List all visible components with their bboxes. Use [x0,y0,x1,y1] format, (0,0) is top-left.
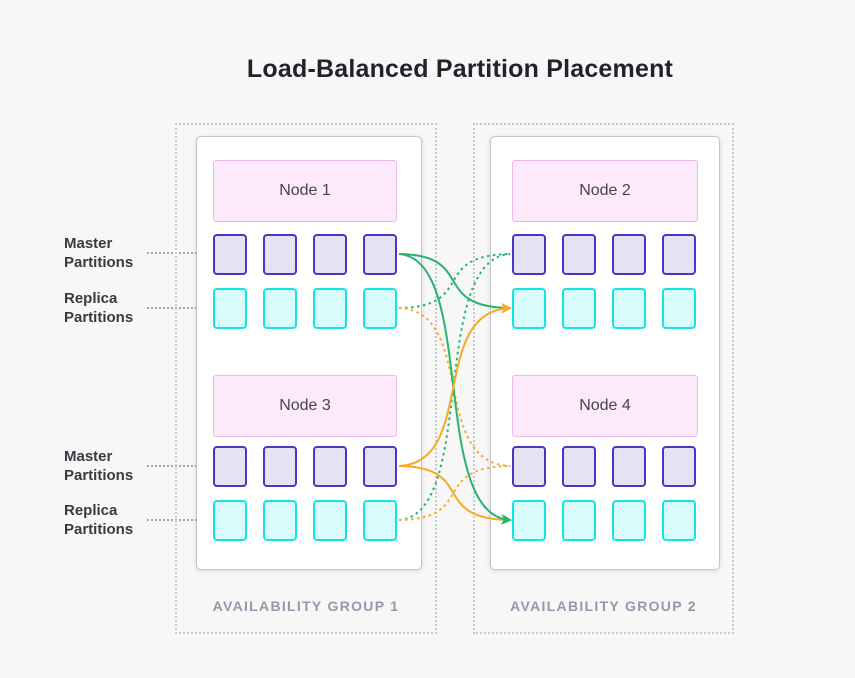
master-partition [562,446,596,487]
leader-line-master-top [147,252,213,254]
node-title: Node 1 [279,182,331,199]
master-partition [213,446,247,487]
availability-group-2: Node 2 Node 4 AVAILABILITY GROUP 2 [473,123,734,634]
replica-partition [363,288,397,329]
master-partition [562,234,596,275]
replica-partition [363,500,397,541]
replica-partition [213,500,247,541]
availability-group-1: Node 1 Node 3 AVAILABILITY GROUP 1 [175,123,437,634]
replica-partition [213,288,247,329]
master-partition [662,234,696,275]
master-partition-row [213,234,397,275]
replica-partition-row [512,500,696,541]
master-partition-row [512,234,696,275]
node-header-3: Node 3 [213,375,397,437]
row-label-master-bottom: Master Partitions [64,448,134,484]
node-header-2: Node 2 [512,160,698,222]
node-title: Node 3 [279,397,331,414]
master-partition [213,234,247,275]
replica-partition [562,288,596,329]
row-label-replica-top: Replica Partitions [64,290,134,326]
replica-partition [512,500,546,541]
group-label-2: AVAILABILITY GROUP 2 [510,598,697,614]
replica-partition [313,288,347,329]
master-partition-row [213,446,397,487]
replica-partition-row [512,288,696,329]
group-label-1: AVAILABILITY GROUP 1 [212,598,400,614]
master-partition-row [512,446,696,487]
replica-partition [662,288,696,329]
replica-partition [263,500,297,541]
node-title: Node 4 [579,397,631,414]
row-label-master-top: Master Partitions [64,235,134,271]
master-partition [263,446,297,487]
replica-partition [612,500,646,541]
master-partition [512,446,546,487]
master-partition [363,446,397,487]
replica-partition [263,288,297,329]
replica-partition [562,500,596,541]
leader-line-master-bottom [147,465,213,467]
node-card-group-1: Node 1 Node 3 [196,136,422,570]
replica-partition-row [213,288,397,329]
master-partition [313,446,347,487]
row-label-replica-bottom: Replica Partitions [64,502,134,538]
master-partition [612,234,646,275]
replica-partition [662,500,696,541]
node-card-group-2: Node 2 Node 4 [490,136,720,570]
replica-partition-row [213,500,397,541]
leader-line-replica-top [147,307,213,309]
leader-line-replica-bottom [147,519,213,521]
node-header-1: Node 1 [213,160,397,222]
diagram-title: Load-Balanced Partition Placement [246,55,674,83]
replica-partition [313,500,347,541]
master-partition [662,446,696,487]
replica-partition [512,288,546,329]
master-partition [612,446,646,487]
node-header-4: Node 4 [512,375,698,437]
replica-partition [612,288,646,329]
master-partition [263,234,297,275]
master-partition [313,234,347,275]
node-title: Node 2 [579,182,631,199]
master-partition [363,234,397,275]
master-partition [512,234,546,275]
